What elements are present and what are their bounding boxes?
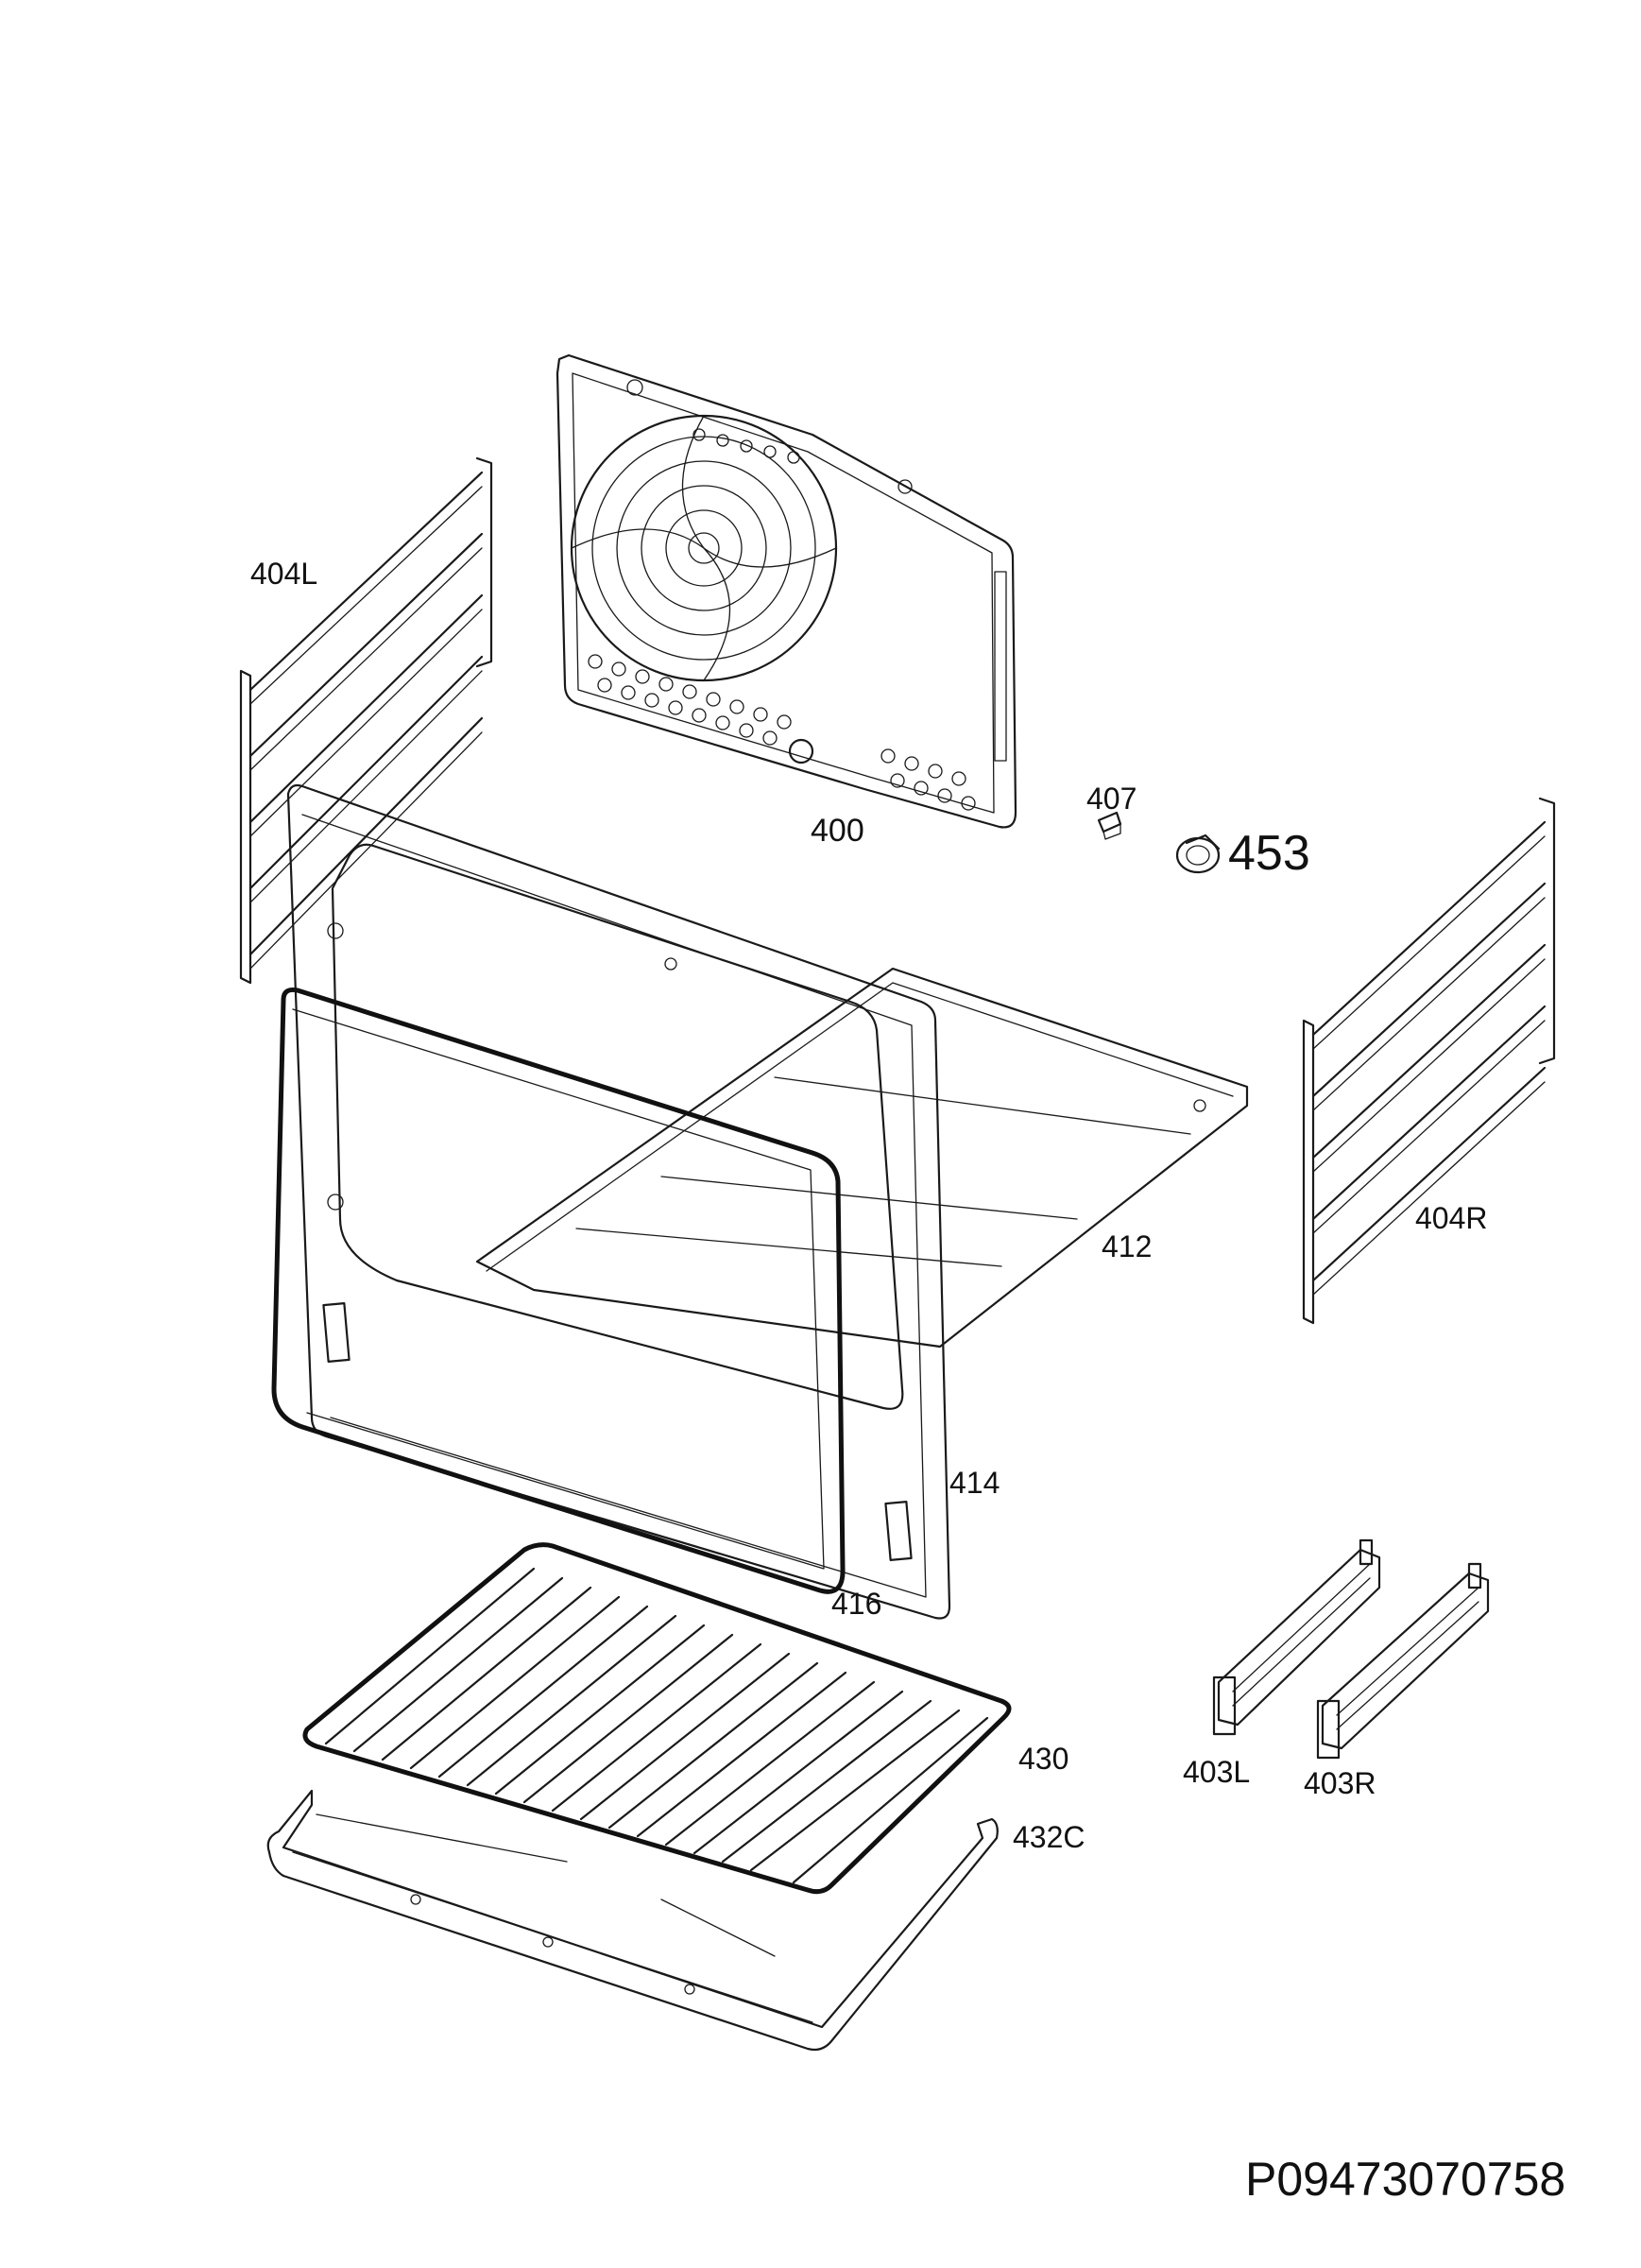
wire-shelf-430: [302, 1542, 1012, 1895]
left-shelf-support-404L: [239, 456, 493, 985]
label-404R: 404R: [1415, 1201, 1488, 1235]
label-412: 412: [1102, 1229, 1152, 1263]
front-frame-414: [286, 783, 951, 1620]
right-shelf-support-404R: [1302, 797, 1556, 1325]
label-430: 430: [1018, 1742, 1068, 1776]
clip-407: [1097, 811, 1122, 840]
drawing-id: P09473070758: [1245, 2153, 1565, 2206]
right-runner-403R: [1316, 1562, 1490, 1760]
rear-fan-cover-400: [556, 353, 1017, 829]
label-400: 400: [811, 813, 864, 849]
label-407: 407: [1086, 782, 1137, 816]
label-432C: 432C: [1013, 1820, 1085, 1854]
label-416: 416: [831, 1587, 881, 1621]
lamp-holder-453: [1175, 833, 1221, 874]
label-414: 414: [949, 1466, 1000, 1500]
label-403R: 403R: [1304, 1766, 1376, 1800]
vent-holes: [588, 428, 976, 811]
door-seal-416: [271, 988, 846, 1594]
baking-tray-432C: [266, 1789, 999, 2052]
left-runner-403L: [1212, 1538, 1381, 1736]
label-403L: 403L: [1183, 1755, 1250, 1789]
label-453: 453: [1228, 826, 1310, 881]
bottom-panel-412: [475, 957, 1249, 1349]
label-404L: 404L: [250, 557, 317, 591]
